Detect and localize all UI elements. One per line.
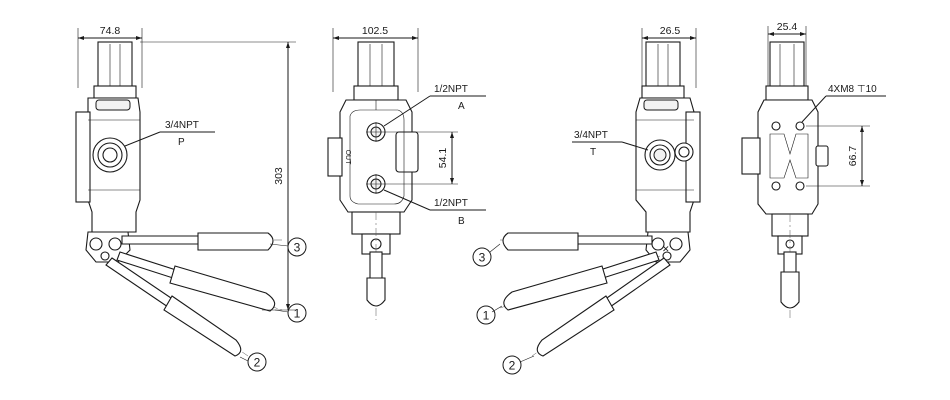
side-view-left: 74.8 3/4NPT P [75, 25, 307, 372]
lever-knob [780, 271, 800, 309]
dimension-width-front: 102.5 [332, 25, 419, 92]
svg-text:3: 3 [294, 241, 301, 255]
callout-3-right: 3 [472, 243, 501, 267]
lever-knob [366, 277, 386, 307]
port-p-bore [102, 147, 118, 163]
callout-2-right: 2 [502, 355, 535, 375]
callout-2-left: 2 [239, 352, 267, 372]
svg-text:2: 2 [254, 356, 261, 370]
out-label: OUT [344, 150, 351, 166]
bolt-hole [795, 121, 805, 131]
dim-width-label: 25.4 [777, 21, 798, 33]
side-view-right: 26.5 3/4NPT T ✕ [472, 25, 701, 375]
dimension-height: 303 [140, 41, 296, 311]
side-plate [75, 111, 91, 203]
lever-position-2 [105, 257, 249, 357]
dim-width-label: 102.5 [362, 25, 388, 37]
solenoid-housing [357, 41, 395, 89]
bolt-hole [771, 121, 781, 131]
port-a-name: A [458, 101, 465, 112]
port-t-size: 3/4NPT [574, 130, 608, 141]
svg-text:1: 1 [294, 307, 301, 321]
dimension-bolt-spacing: 66.7 [806, 125, 870, 187]
svg-text:3: 3 [479, 251, 486, 265]
solenoid-housing [769, 41, 805, 89]
dim-spacing-label: 54.1 [437, 148, 449, 169]
port-a-size: 1/2NPT [434, 84, 468, 95]
dim-spacing-label: 66.7 [847, 146, 859, 167]
dimension-port-spacing: 54.1 [386, 131, 458, 185]
dimension-width-left: 74.8 [77, 25, 143, 88]
port-p-name: P [178, 137, 185, 148]
bolt-spec: 4XM8 ⊤10 [828, 84, 877, 95]
mounting-plate [769, 133, 809, 179]
dim-height-label: 303 [273, 167, 285, 185]
solenoid-housing [645, 41, 681, 89]
lever-mark: ✕ [662, 244, 670, 254]
svg-text:1: 1 [483, 309, 490, 323]
lever-position-3 [121, 232, 285, 251]
valve-body [757, 99, 819, 215]
lever-position-2 [531, 257, 671, 357]
callout-1-left: 1 [274, 303, 307, 323]
lever-position-1 [499, 251, 661, 311]
port-p-size: 3/4NPT [165, 120, 199, 131]
dim-width-label: 26.5 [660, 25, 681, 37]
bolt-hole [771, 181, 781, 191]
solenoid-housing [97, 41, 133, 89]
callout-1-right: 1 [476, 305, 503, 325]
bolt-hole [795, 181, 805, 191]
dimension-width-right: 26.5 [641, 25, 697, 88]
back-view: 25.4 4XM8 ⊤10 66.7 [741, 21, 886, 320]
port-t-name: T [590, 147, 596, 158]
lever-position-3 [500, 232, 653, 251]
port-b-name: B [458, 216, 465, 227]
lever-position-1 [116, 251, 283, 312]
out-boss [327, 137, 343, 177]
dim-width-label: 74.8 [100, 25, 121, 37]
port-t-bore [653, 148, 667, 162]
front-view: 102.5 OUT 1/2NPT A 1/2NPT B [327, 25, 486, 320]
side-boss [741, 137, 761, 175]
svg-text:2: 2 [509, 359, 516, 373]
port-b-size: 1/2NPT [434, 198, 468, 209]
dimension-width-back: 25.4 [767, 21, 807, 88]
callout-3-left: 3 [269, 237, 307, 257]
